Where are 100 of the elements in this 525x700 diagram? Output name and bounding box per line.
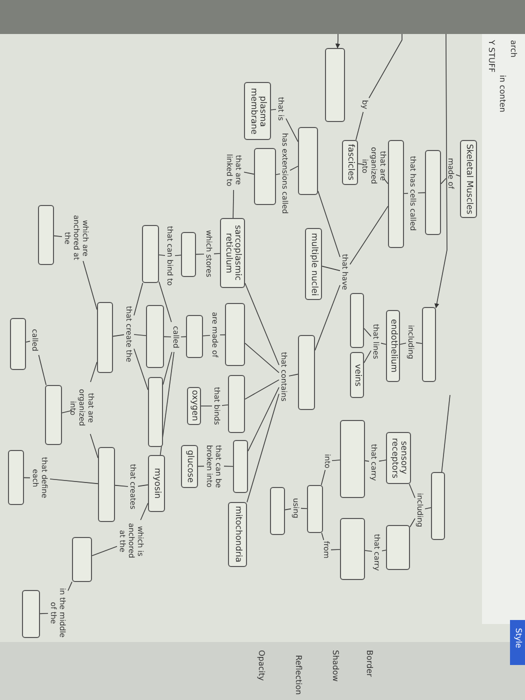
connector-line	[364, 550, 372, 552]
connector-line	[220, 334, 226, 336]
empty-concept-box	[186, 315, 203, 358]
connector-line	[222, 404, 228, 406]
empty-concept-box	[431, 472, 445, 540]
empty-concept-box	[22, 590, 40, 638]
connector-line	[138, 484, 148, 487]
empty-concept-box	[228, 375, 245, 433]
connector-line	[440, 178, 446, 184]
connector-line	[134, 334, 146, 336]
connector-line	[158, 281, 172, 322]
connector-line	[320, 470, 326, 486]
connector-line	[40, 613, 48, 614]
connector-line	[416, 342, 422, 344]
connector-line	[332, 460, 340, 461]
empty-concept-box	[142, 225, 159, 283]
connector-line	[92, 546, 118, 556]
concept-box: myosin	[148, 455, 165, 512]
concept-box: Skeletal Muscles	[460, 140, 477, 218]
connector-line	[162, 352, 172, 385]
connector-line	[244, 172, 254, 175]
empty-concept-box	[325, 48, 345, 122]
concept-box: sarcoplasmic reticulum	[220, 218, 245, 288]
connector-line	[368, 34, 402, 98]
ui-text: Shadow	[330, 650, 340, 684]
empty-concept-box	[254, 148, 276, 205]
connector-line	[318, 190, 340, 258]
empty-concept-box	[8, 450, 24, 505]
connector-line	[134, 348, 148, 390]
connector-line	[300, 508, 308, 509]
connector-line	[214, 253, 220, 254]
connector-line	[290, 166, 298, 171]
connector-line	[380, 342, 386, 345]
ui-text: Border	[364, 650, 374, 679]
connector-line	[246, 394, 280, 503]
connector-line	[270, 109, 276, 110]
connector-line	[244, 282, 280, 366]
empty-concept-box	[146, 305, 164, 368]
concept-box: glucose	[181, 445, 198, 488]
connector-line	[50, 478, 98, 484]
connector-line	[288, 374, 298, 376]
empty-concept-box	[270, 487, 285, 535]
ui-text: Style	[513, 628, 523, 650]
ui-text: Reflection	[293, 655, 303, 697]
empty-concept-box	[340, 518, 365, 580]
empty-concept-box	[350, 293, 364, 348]
connector-line	[114, 484, 128, 487]
connector-line	[38, 354, 46, 386]
connector-line	[410, 518, 416, 528]
connector-line	[54, 235, 62, 237]
connector-line	[382, 550, 386, 552]
connector-line	[244, 379, 280, 400]
connector-line	[400, 342, 406, 345]
connector-line	[134, 282, 144, 316]
empty-concept-box	[425, 150, 441, 235]
connector-line	[356, 112, 364, 140]
connector-line	[286, 118, 298, 142]
connector-line	[232, 190, 234, 218]
connector-line	[140, 502, 148, 520]
empty-concept-box	[422, 307, 436, 382]
connector-line	[82, 260, 98, 310]
empty-concept-box	[181, 232, 196, 277]
empty-concept-box	[45, 385, 62, 445]
empty-concept-box	[225, 303, 245, 366]
concept-box: sensory receptors	[386, 432, 411, 484]
connector-line	[62, 410, 72, 414]
empty-concept-box	[98, 447, 115, 522]
ui-text: in conten	[497, 75, 507, 114]
empty-concept-box	[307, 485, 323, 533]
connector-line	[456, 174, 460, 176]
connector-line	[408, 484, 416, 498]
connector-line	[202, 335, 210, 336]
empty-concept-box	[340, 420, 365, 498]
ui-text: arch	[508, 40, 518, 60]
connector-line	[224, 466, 234, 467]
empty-concept-box	[233, 440, 248, 493]
connector-line	[158, 254, 166, 256]
connector-line	[112, 334, 124, 337]
connector-line	[276, 174, 280, 175]
connector-line	[350, 206, 388, 265]
ui-text: Opacity	[256, 650, 266, 683]
empty-concept-box	[148, 377, 163, 447]
connector-line	[160, 352, 174, 456]
connector-line	[90, 434, 98, 458]
connector-line	[284, 508, 292, 510]
connector-line	[441, 394, 450, 472]
connector-line	[322, 266, 340, 272]
connector-line	[434, 34, 448, 308]
empty-concept-box	[72, 537, 92, 582]
concept-box: oxygen	[187, 387, 201, 425]
connector-line	[248, 386, 280, 452]
connector-line	[330, 549, 340, 550]
connector-line	[68, 581, 72, 592]
screen-bezel	[0, 0, 525, 34]
concept-box: multiple nuclei	[305, 228, 322, 300]
connector-line	[378, 460, 386, 462]
ui-text: Y STUFF	[486, 40, 496, 74]
concept-box: fascicles	[342, 140, 358, 185]
connector-line	[404, 192, 408, 194]
empty-concept-box	[388, 140, 404, 248]
